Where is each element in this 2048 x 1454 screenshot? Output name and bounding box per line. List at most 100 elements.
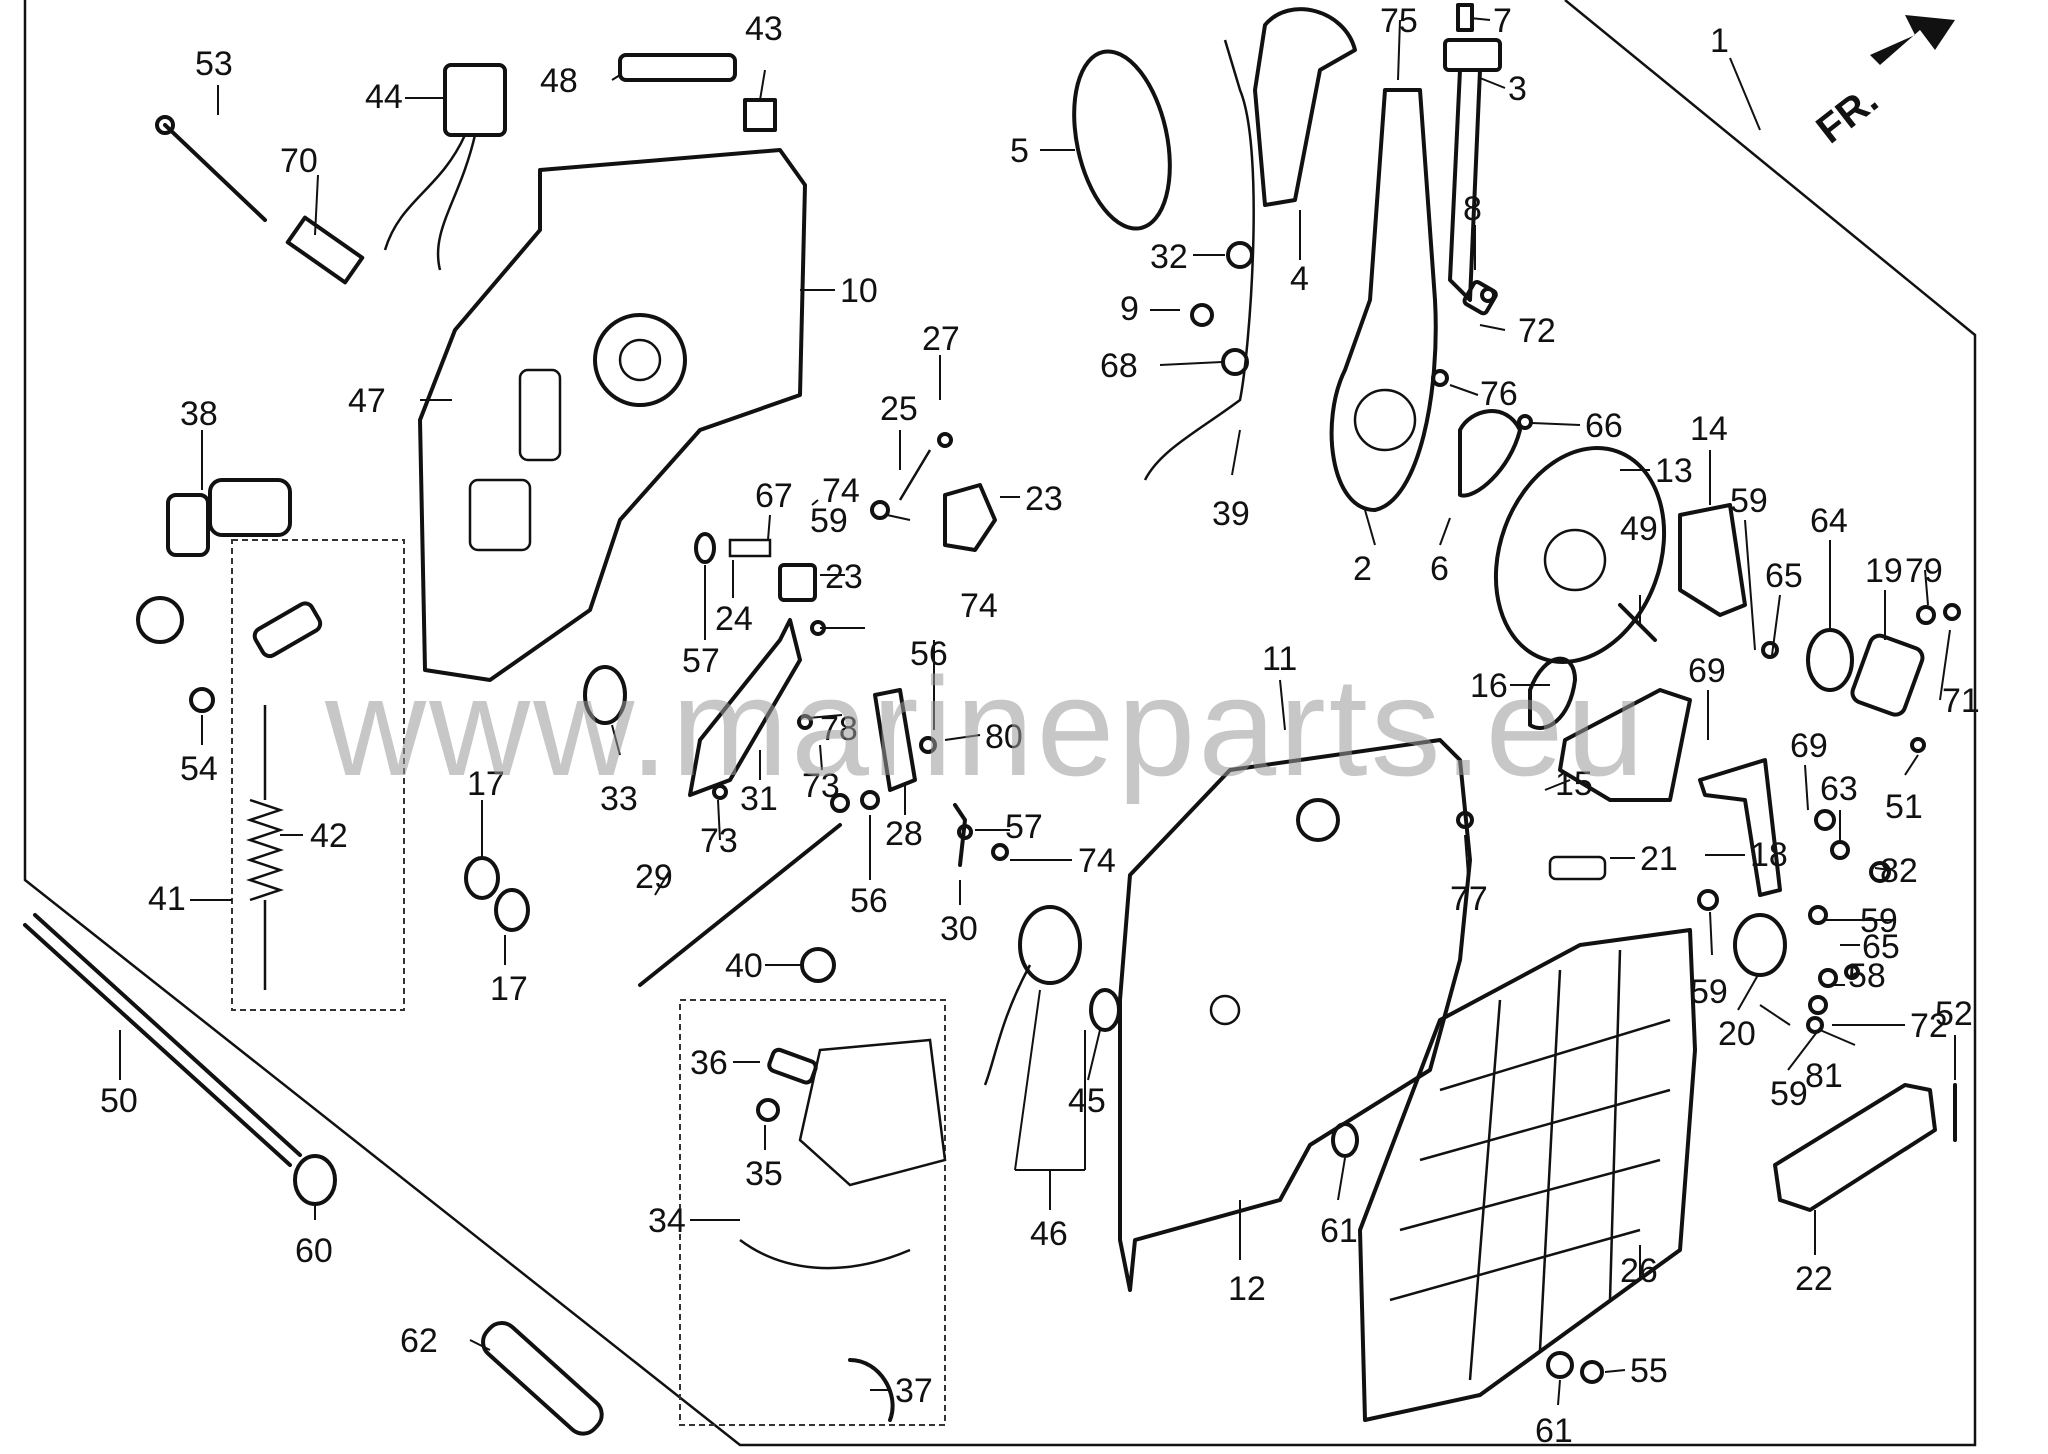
part-label: 74 — [1078, 842, 1116, 880]
part-label: 18 — [1750, 836, 1788, 874]
part-label: 5 — [1010, 132, 1029, 170]
part-label: 56 — [910, 635, 948, 673]
part-label: 24 — [715, 600, 753, 638]
part-label: 13 — [1655, 452, 1693, 490]
part-label: 59 — [1690, 973, 1728, 1011]
part-label: 31 — [740, 780, 778, 818]
part-label: 29 — [635, 858, 673, 896]
part-label: 32 — [1150, 238, 1188, 276]
part-label: 23 — [1025, 480, 1063, 518]
part-label: 73 — [700, 822, 738, 860]
part-label: 26 — [1620, 1252, 1658, 1290]
part-label: 57 — [1005, 808, 1043, 846]
part-label: 14 — [1690, 410, 1728, 448]
part-label: 33 — [600, 780, 638, 818]
part-label: 45 — [1068, 1082, 1106, 1120]
part-label: 49 — [1620, 510, 1658, 548]
part-label: 54 — [180, 750, 218, 788]
part-label: 7 — [1493, 2, 1512, 40]
part-label: 78 — [820, 710, 858, 748]
part-shapes — [23, 3, 1961, 1440]
part-label: 25 — [880, 390, 918, 428]
part-label: 15 — [1555, 765, 1593, 803]
part-label: 60 — [295, 1232, 333, 1270]
part-label: 53 — [195, 45, 233, 83]
watermark: www.marineparts.eu — [324, 648, 1647, 805]
group-box-41 — [231, 539, 405, 1011]
part-label: 11 — [1262, 640, 1297, 678]
part-label: 17 — [490, 970, 528, 1008]
part-label: 9 — [1120, 290, 1139, 328]
part-label: 59 — [810, 502, 848, 540]
part-label: 34 — [648, 1202, 686, 1240]
part-label: 42 — [310, 817, 348, 855]
part-number-labels: 1 2 3 4 5 6 7 8 9 10 11 12 13 14 15 16 1… — [100, 2, 1980, 1450]
part-label: 58 — [1848, 957, 1886, 995]
part-label: 59 — [1770, 1075, 1808, 1113]
part-label: 75 — [1380, 2, 1418, 40]
part-label: 20 — [1718, 1015, 1756, 1053]
diagram-frame — [23, 0, 1977, 1447]
part-label: 59 — [1860, 902, 1898, 940]
part-label: 61 — [1535, 1412, 1573, 1450]
part-label: 4 — [1290, 260, 1309, 298]
part-label: 59 — [1730, 482, 1768, 520]
part-label: 51 — [1885, 788, 1923, 826]
part-label: 72 — [1910, 1007, 1948, 1045]
part-label: 48 — [540, 62, 578, 100]
part-label: 37 — [895, 1372, 933, 1410]
part-label: 3 — [1508, 70, 1527, 108]
part-label: 57 — [682, 642, 720, 680]
front-arrow-icon — [1870, 15, 1955, 65]
leader-lines — [119, 17, 1956, 1406]
part-label: 70 — [280, 142, 318, 180]
part-label: 77 — [1450, 880, 1488, 918]
part-label: 63 — [1820, 770, 1858, 808]
part-label: 46 — [1030, 1215, 1068, 1253]
part-label: 43 — [745, 10, 783, 48]
part-label: 35 — [745, 1155, 783, 1193]
part-label: 39 — [1212, 495, 1250, 533]
part-label: 27 — [922, 320, 960, 358]
part-label: 71 — [1942, 682, 1980, 720]
part-label: 22 — [1795, 1260, 1833, 1298]
part-label: 38 — [180, 395, 218, 433]
part-label: 69 — [1688, 652, 1726, 690]
part-label: 36 — [690, 1044, 728, 1082]
part-label: 68 — [1100, 347, 1138, 385]
part-label: 8 — [1463, 190, 1482, 228]
front-direction-indicator: FR. — [1808, 15, 1955, 152]
part-label: 41 — [148, 880, 186, 918]
part-label: 55 — [1630, 1352, 1668, 1390]
part-label: 50 — [100, 1082, 138, 1120]
part-label: 74 — [960, 587, 998, 625]
part-label: 12 — [1228, 1270, 1266, 1308]
direction-label: FR. — [1808, 78, 1886, 152]
part-label: 74 — [822, 472, 860, 510]
part-label: 79 — [1905, 552, 1943, 590]
part-label: 44 — [365, 78, 403, 116]
part-label: 64 — [1810, 502, 1848, 540]
part-label: 65 — [1765, 557, 1803, 595]
part-label: 1 — [1710, 22, 1729, 60]
part-label: 2 — [1353, 550, 1372, 588]
part-label: 82 — [1880, 852, 1918, 890]
part-label: 19 — [1865, 552, 1903, 590]
part-label: 16 — [1470, 667, 1508, 705]
part-label: 56 — [850, 882, 888, 920]
part-label: 30 — [940, 910, 978, 948]
part-label: 67 — [755, 477, 793, 515]
part-label: 69 — [1790, 727, 1828, 765]
part-label: 40 — [725, 947, 763, 985]
part-label: 6 — [1430, 550, 1449, 588]
part-label: 73 — [802, 767, 840, 805]
group-box-34 — [679, 999, 946, 1426]
part-label: 81 — [1805, 1057, 1843, 1095]
part-label: 21 — [1640, 840, 1678, 878]
part-label: 66 — [1585, 407, 1623, 445]
part-label: 80 — [985, 718, 1023, 756]
part-label: 76 — [1480, 375, 1518, 413]
part-label: 52 — [1935, 995, 1973, 1033]
part-label: 47 — [348, 382, 386, 420]
